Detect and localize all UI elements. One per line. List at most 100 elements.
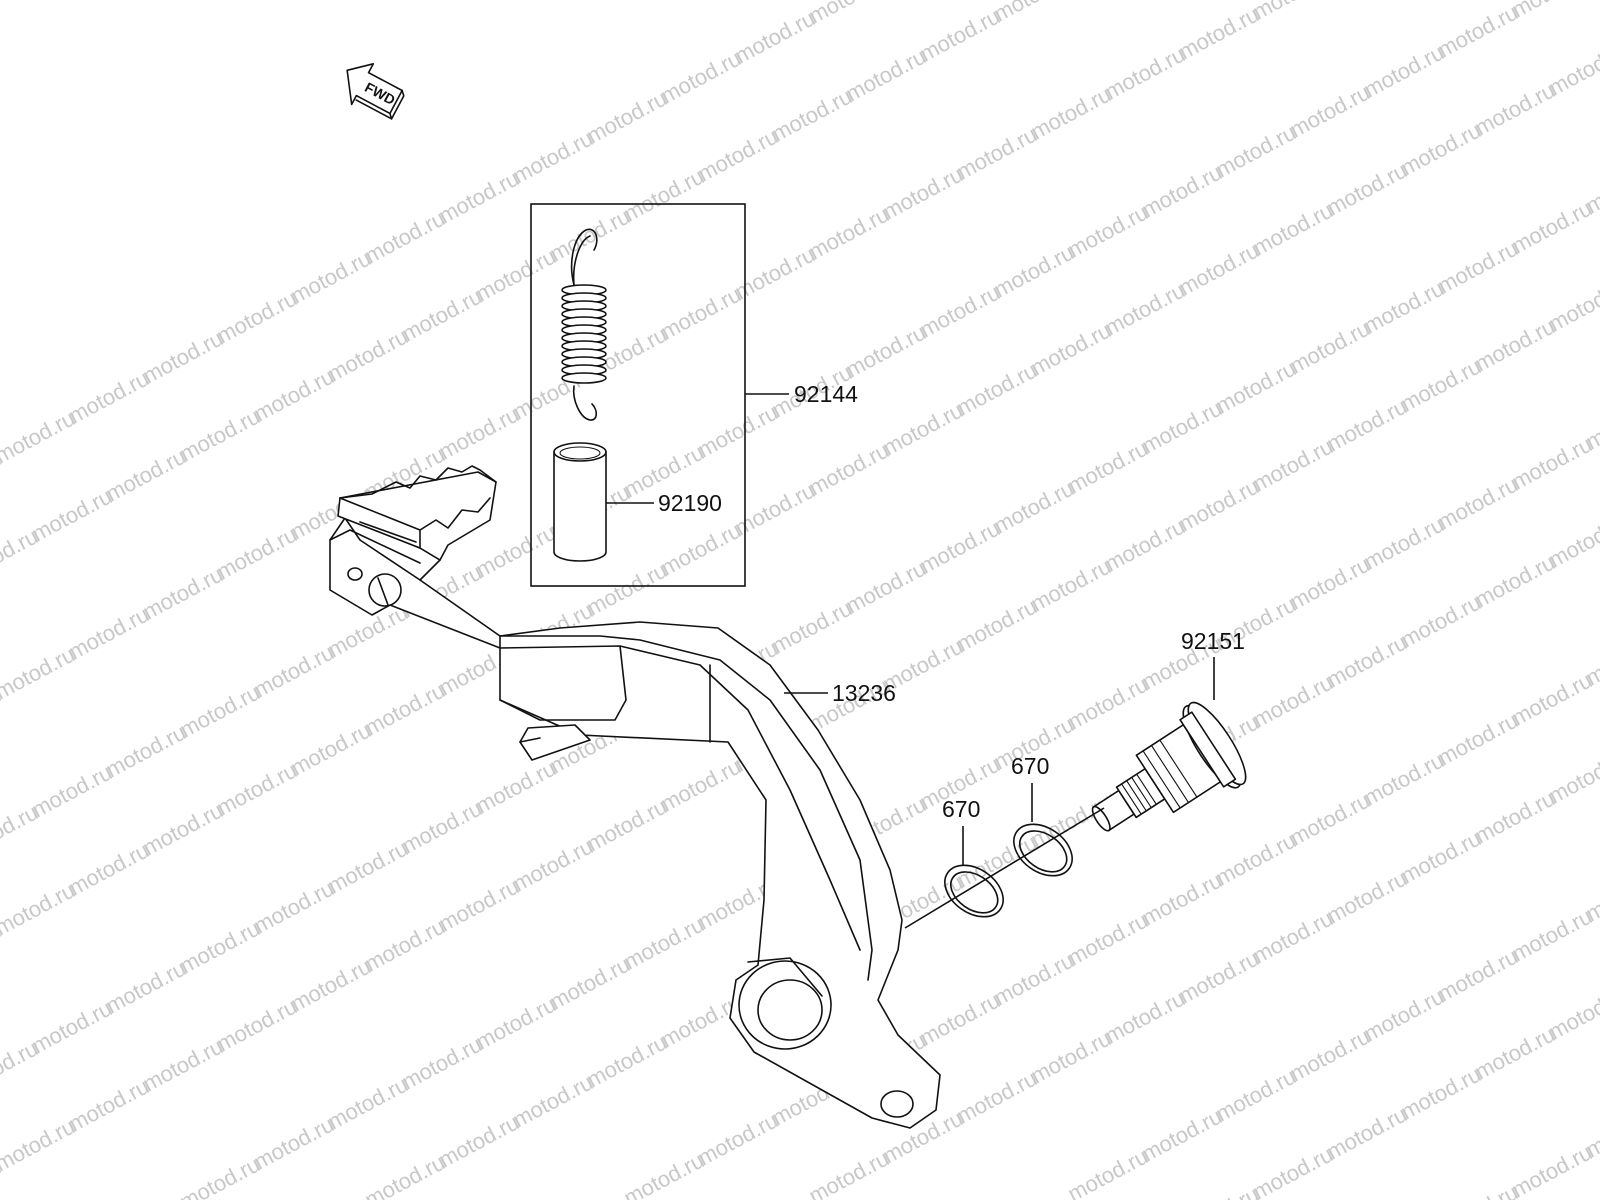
watermark-text: motod.ru [1027,554,1115,617]
watermark-text: motod.ru [509,1070,597,1133]
watermark-text: motod.ru [1064,1144,1152,1200]
watermark-text: motod.ru [1508,1140,1596,1200]
spring-coil [561,372,607,384]
watermark-text: motod.ru [1434,944,1522,1007]
watermark-text: motod.ru [213,286,301,349]
watermark-text: motod.ru [1138,868,1226,931]
watermark-text: motod.ru [398,796,486,859]
o-ring-right-icon [1013,823,1073,877]
watermark-text: motod.ru [139,562,227,625]
watermark-text: motod.ru [990,240,1078,303]
watermark-text: motod.ru [250,1112,338,1175]
watermark-text: motod.ru [1249,0,1337,24]
watermark-text: motod.ru [213,758,301,821]
watermark-text: motod.ru [620,164,708,227]
watermark-text: motod.ru [1064,908,1152,971]
watermark-text: motod.ru [1397,118,1485,181]
watermark-text: motod.ru [694,400,782,463]
watermark-text: motod.ru [1397,354,1485,417]
watermark-text: motod.ru [1286,80,1374,143]
watermark-text: motod.ru [1138,396,1226,459]
watermark-text: motod.ru [509,834,597,897]
watermark-text: motod.ru [435,874,523,937]
watermark-text: motod.ru [805,438,893,501]
watermark-text: motod.ru [953,122,1041,185]
watermark-text: motod.ru [1286,552,1374,615]
watermark-text: motod.ru [1249,198,1337,261]
watermark-text: motod.ru [1027,82,1115,145]
watermark-text: motod.ru [1471,786,1559,849]
watermark-text: motod.ru [1101,514,1189,577]
watermark-text: motod.ru [1508,0,1596,22]
watermark-text: motod.ru [250,640,338,703]
watermark-text: motod.ru [398,284,486,347]
watermark-text: motod.ru [990,948,1078,1011]
watermark-text: motod.ru [0,406,79,469]
watermark-text: motod.ru [1545,274,1600,337]
watermark-text: motod.ru [361,914,449,977]
watermark-text: motod.ru [1360,276,1448,339]
watermark-text: motod.ru [916,988,1004,1051]
watermark-text: motod.ru [916,280,1004,343]
watermark-text: motod.ru [1175,946,1263,1009]
watermark-text: motod.ru [287,246,375,309]
watermark-text: motod.ru [28,760,116,823]
watermark-text: motod.ru [139,798,227,861]
watermark-text: motod.ru [324,1072,412,1135]
watermark-text: motod.ru [583,1030,671,1093]
kit-frame [530,203,746,587]
watermark-text: motod.ru [65,838,153,901]
watermark-text: motod.ru [1064,200,1152,263]
watermark-text: motod.ru [1360,984,1448,1047]
watermark-text: motod.ru [1101,986,1189,1049]
watermark-text: motod.ru [1434,708,1522,771]
watermark-text: motod.ru [176,916,264,979]
watermark-text: motod.ru [287,718,375,781]
watermark-text: motod.ru [324,324,412,387]
watermark-text: motod.ru [657,518,745,581]
watermark-text: motod.ru [694,124,782,187]
watermark-text: motod.ru [324,836,412,899]
watermark-text: motod.ru [1434,236,1522,299]
brake-pedal-icon [329,465,941,1129]
watermark-text: motod.ru [1101,278,1189,341]
watermark-text: motod.ru [472,756,560,819]
watermark-text: motod.ru [1212,1064,1300,1127]
callout-13236: 13236 [832,680,896,706]
watermark-text: motod.ru [139,326,227,389]
watermark-text: motod.ru [213,522,301,585]
watermark-text: motod.ru [916,4,1004,67]
o-ring-left-icon [944,864,1004,918]
watermark-text: motod.ru [546,952,634,1015]
watermark-text: motod.ru [1323,1102,1411,1165]
watermark-text: motod.ru [250,876,338,939]
watermark-text: motod.ru [842,44,930,107]
watermark-text: motod.ru [620,912,708,975]
watermark-text: motod.ru [1064,672,1152,735]
watermark-text: motod.ru [620,1148,708,1200]
watermark-text: motod.ru [1508,432,1596,495]
watermark-text: motod.ru [657,282,745,345]
watermark-text: motod.ru [1508,668,1596,731]
watermark-text: motod.ru [213,994,301,1057]
watermark-text: motod.ru [509,126,597,189]
watermark-text: motod.ru [435,402,523,465]
watermark-text: motod.ru [768,596,856,659]
watermark-text: motod.ru [583,558,671,621]
watermark-text: motod.ru [65,366,153,429]
watermark-text: motod.ru [102,444,190,507]
watermark-text: motod.ru [28,484,116,547]
watermark-text: motod.ru [1360,40,1448,103]
watermark-text: motod.ru [0,878,79,941]
watermark-text: motod.ru [1064,436,1152,499]
watermark-text: motod.ru [1471,78,1559,141]
watermark-text: motod.ru [731,478,819,541]
watermark-text: motod.ru [0,642,79,705]
watermark-text: motod.ru [361,1150,449,1200]
watermark-text: motod.ru [731,242,819,305]
watermark-text: motod.ru [472,244,560,307]
watermark-text: motod.ru [1508,196,1596,259]
collar-icon [553,442,607,562]
callout-92144: 92144 [794,381,858,407]
